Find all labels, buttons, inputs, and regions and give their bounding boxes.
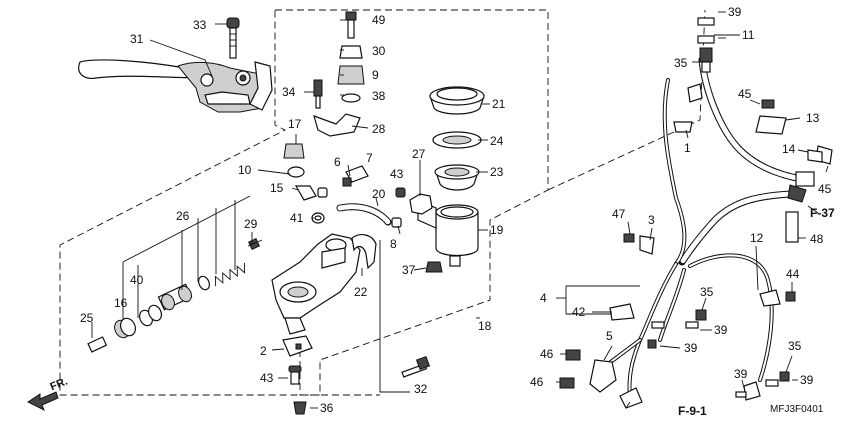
callout-label: 13 [806, 111, 820, 125]
callout-label: 25 [80, 311, 94, 325]
callout-label: 1 [684, 141, 691, 155]
callout-label: 48 [810, 232, 824, 246]
callout-label: 21 [492, 97, 506, 111]
callout-label: 39 [714, 323, 728, 337]
callout-label: 34 [282, 85, 296, 99]
callout-label: 39 [684, 341, 698, 355]
callout-label: 16 [114, 296, 128, 310]
callout-label: 36 [320, 401, 334, 415]
callout-label: 39 [728, 5, 742, 19]
front-arrow: FR. [27, 376, 69, 412]
small-screw-43 [288, 365, 302, 385]
callout-label: 38 [372, 89, 386, 103]
callout-label: 42 [572, 305, 586, 319]
callout-label: 8 [390, 237, 397, 251]
brake-light-switch [282, 335, 313, 357]
callout-label: 10 [238, 163, 252, 177]
clip-6-7 [342, 165, 369, 187]
reservoir-hose [336, 203, 392, 226]
callout-label: 28 [372, 122, 386, 136]
hose-assembly-outline [547, 9, 706, 191]
callout-label: 22 [354, 285, 368, 299]
ref-f37: F-37 [810, 206, 835, 220]
callout-label: 46 [530, 375, 544, 389]
callout-label: 30 [372, 44, 386, 58]
callout-label: 11 [742, 28, 755, 42]
joint-15 [294, 185, 317, 201]
reservoir-plate [432, 131, 482, 149]
cap-stack [337, 11, 365, 103]
callout-label: 35 [788, 339, 802, 353]
callout-label: 45 [738, 87, 752, 101]
callout-label: 45 [818, 182, 832, 196]
reservoir-holder [351, 234, 377, 270]
front-label: FR. [48, 376, 69, 394]
reservoir-diaphragm [434, 164, 480, 191]
callout-label: 14 [782, 142, 796, 156]
callout-label: 49 [372, 13, 386, 27]
callout-label: 18 [478, 319, 492, 333]
callout-label: 26 [176, 209, 190, 223]
callout-label: 33 [193, 18, 207, 32]
diagram-code: MFJ3F0401 [770, 404, 824, 415]
brake-hoses [598, 56, 814, 400]
callout-label: 29 [244, 217, 258, 231]
callout-label: 43 [260, 371, 274, 385]
callout-label: 7 [366, 151, 373, 165]
callout-label: 15 [270, 181, 284, 195]
callout-label: 43 [390, 167, 404, 181]
callout-label: 9 [372, 68, 379, 82]
callout-label: 44 [786, 267, 800, 281]
callout-label: 35 [674, 56, 688, 70]
arrow-left-icon [27, 391, 59, 412]
callout-label: 17 [288, 117, 302, 131]
cap-36 [293, 401, 307, 415]
bolt-32 [401, 355, 431, 378]
callout-label: 3 [648, 213, 655, 227]
callout-label: 41 [290, 211, 304, 225]
lower-section-outline [299, 350, 380, 396]
ref-f91: F-9-1 [678, 404, 707, 418]
callout-label: 24 [490, 134, 504, 148]
callout-label: 27 [412, 147, 426, 161]
leader-lines [91, 11, 829, 409]
callout-label: 46 [540, 347, 554, 361]
callout-label: 2 [260, 344, 267, 358]
callout-label: 39 [800, 373, 814, 387]
assembly-outlines [59, 9, 706, 396]
reservoir-cap [429, 86, 485, 115]
callout-label: 32 [414, 382, 428, 396]
hose-clips [317, 187, 406, 228]
brake-lever [78, 59, 273, 113]
dust-boot [283, 143, 305, 178]
callout-label: 4 [540, 291, 547, 305]
pivot-screw [226, 17, 240, 59]
callout-label: 37 [402, 263, 416, 277]
callout-label: 47 [612, 207, 626, 221]
callout-label: 20 [372, 187, 386, 201]
piston-set [87, 238, 263, 353]
callout-labels: 33 31 49 30 9 38 34 28 21 24 23 19 27 43… [80, 5, 832, 415]
callout-label: 31 [130, 32, 144, 46]
banjo-fittings [559, 17, 833, 409]
callout-label: 35 [700, 285, 714, 299]
callout-label: 6 [334, 155, 341, 169]
callout-label: 12 [750, 231, 764, 245]
bracket-28 [313, 79, 361, 137]
callout-label: 23 [490, 165, 504, 179]
master-cylinder-body [271, 233, 361, 335]
callout-label: 5 [606, 329, 613, 343]
callout-label: 19 [490, 223, 504, 237]
callout-label: 39 [734, 367, 748, 381]
callout-label: 40 [130, 273, 144, 287]
nut-37 [425, 261, 443, 273]
